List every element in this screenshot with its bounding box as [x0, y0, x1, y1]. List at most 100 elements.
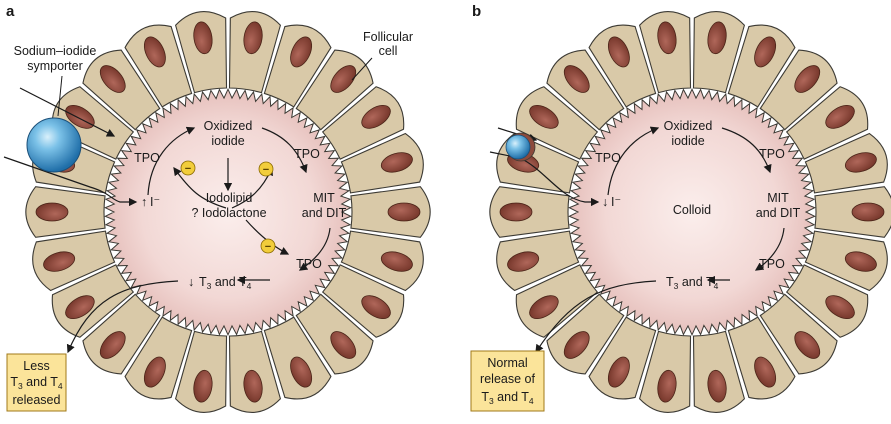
tpo-label-right: TPO [759, 147, 785, 161]
pathway-arrow [66, 280, 179, 354]
cell-nucleus [657, 21, 677, 55]
follicular-cell-leader-line [351, 57, 373, 81]
iodolipid-line2: ? Iodolactone [191, 206, 266, 220]
pathway-arrow [298, 227, 331, 271]
inhibition-icon: − [260, 238, 276, 254]
svg-text:−: − [185, 163, 191, 175]
t3t4-label-b: T3 and T4 [666, 275, 719, 291]
cell-nucleus [825, 104, 855, 129]
cell-nucleus [844, 251, 877, 272]
sodium-iodide-symporter-icon [505, 132, 536, 162]
t3t4-decrease-arrow: ↓ [188, 275, 194, 289]
inhibition-icon: − [180, 160, 196, 176]
cell-nucleus [499, 202, 533, 222]
symporter-label-line1: Sodium–iodide [14, 44, 97, 58]
pathway-arrows [3, 87, 331, 354]
pathway-arrow [19, 87, 116, 137]
microvilli-border [104, 87, 352, 337]
mit-dit-line1: MIT [313, 191, 335, 205]
iodide-increase-arrow: ↑ [141, 195, 147, 209]
less-release-box: Less T3 and T4 released [6, 353, 67, 412]
mit-dit-line1: MIT [767, 191, 789, 205]
mit-dit-line2: and DIT [302, 206, 347, 220]
pathway-arrow [3, 156, 138, 207]
cell-nucleus [99, 331, 126, 359]
t3t4-label-a: T3 and T4 [199, 275, 252, 291]
tpo-label-left: TPO [134, 151, 160, 165]
cell-nucleus [330, 65, 357, 93]
cell-nucleus [529, 295, 559, 320]
symporter-label-line2: symporter [27, 59, 83, 73]
svg-text:T3 and T4: T3 and T4 [10, 375, 63, 391]
cell-nucleus [243, 21, 263, 55]
cell-nucleus [387, 202, 421, 222]
svg-text:Less: Less [23, 359, 49, 373]
cell-nucleus [707, 369, 727, 403]
microvilli-border [568, 87, 816, 337]
svg-text:Normal: Normal [487, 356, 527, 370]
pathway-arrow [535, 280, 657, 354]
cell-nucleus [380, 251, 413, 272]
cell-nucleus [193, 369, 213, 403]
cell-nucleus [290, 356, 313, 388]
cell-nucleus [330, 331, 357, 359]
cell-nucleus [563, 331, 590, 359]
pathway-arrow [754, 227, 785, 271]
cell-nucleus [35, 202, 69, 222]
cell-nucleus [290, 36, 313, 68]
cell-nucleus [754, 356, 777, 388]
svg-text:−: − [265, 241, 271, 253]
cell-nucleus [65, 295, 95, 320]
tpo-label-left: TPO [595, 151, 621, 165]
oxidized-iodide-line1: Oxidized [664, 119, 713, 133]
pathway-arrow [607, 126, 660, 196]
iodolipid-line1: Iodolipid [206, 191, 253, 205]
panel-b [489, 11, 891, 413]
cell-nucleus [380, 152, 413, 173]
cell-nucleus [143, 356, 166, 388]
pathway-arrow [173, 166, 227, 209]
sodium-iodide-symporter-icon [26, 117, 82, 173]
svg-text:T3 and T4: T3 and T4 [481, 390, 534, 406]
follicular-cell-label-line1: Follicular [363, 30, 413, 44]
cell-nucleus [99, 65, 126, 93]
cell-nucleus [794, 65, 821, 93]
svg-text:−: − [263, 164, 269, 176]
cell-nucleus [607, 36, 630, 68]
inhibition-icon: − [258, 161, 274, 177]
cell-nucleus [707, 21, 727, 55]
normal-release-box: Normal release of T3 and T4 [470, 350, 545, 412]
cell-nucleus [754, 36, 777, 68]
pathway-arrow [261, 127, 308, 174]
cell-nucleus [43, 251, 76, 272]
cell-nucleus [143, 36, 166, 68]
cell-nucleus [607, 356, 630, 388]
iodide-label: I⁻ [150, 195, 160, 209]
follicular-cell-label-line2: cell [379, 44, 398, 58]
iodide-label: I⁻ [611, 195, 621, 209]
cell-nucleus [794, 331, 821, 359]
cell-nucleus [193, 21, 213, 55]
cell-nucleus [529, 104, 559, 129]
cell-nucleus [507, 251, 540, 272]
pathway-arrow [147, 126, 196, 196]
svg-text:released: released [13, 393, 61, 407]
cell-nucleus [243, 369, 263, 403]
cell-nucleus [851, 202, 885, 222]
pathway-arrow [721, 127, 772, 174]
oxidized-iodide-line1: Oxidized [204, 119, 253, 133]
tpo-label-bottom: TPO [296, 257, 322, 271]
mit-dit-line2: and DIT [756, 206, 801, 220]
cell-nucleus [361, 104, 391, 129]
panel-letter-b: b [472, 3, 481, 20]
tpo-label-right: TPO [294, 147, 320, 161]
svg-text:release of: release of [480, 372, 535, 386]
cell-nucleus [563, 65, 590, 93]
iodide-decrease-arrow: ↓ [602, 195, 608, 209]
oxidized-iodide-line2: iodide [671, 134, 704, 148]
oxidized-iodide-line2: iodide [211, 134, 244, 148]
panel-letter-a: a [6, 3, 15, 20]
cell-nucleus [361, 295, 391, 320]
